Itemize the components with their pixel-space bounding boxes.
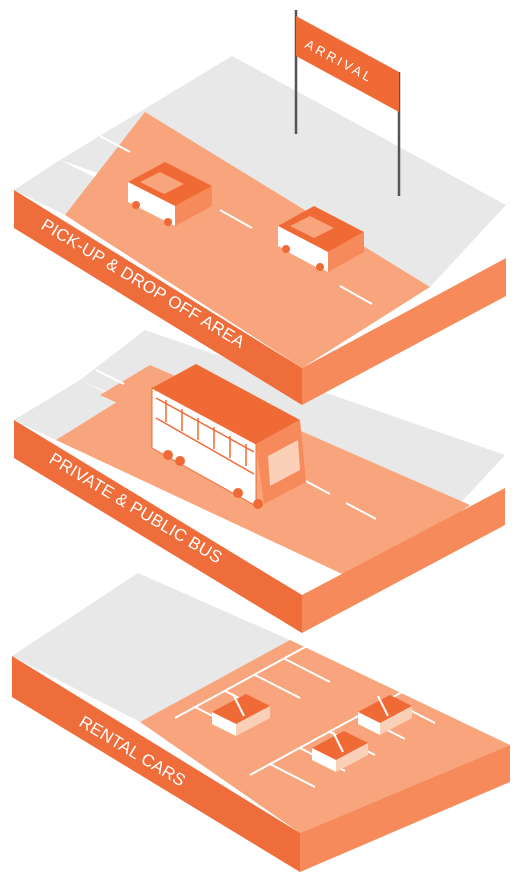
layer-pickup-dropoff: PICK-UP & DROP OFF AREA — [14, 56, 506, 405]
layer-rental-cars: RENTAL CARS — [12, 573, 510, 872]
